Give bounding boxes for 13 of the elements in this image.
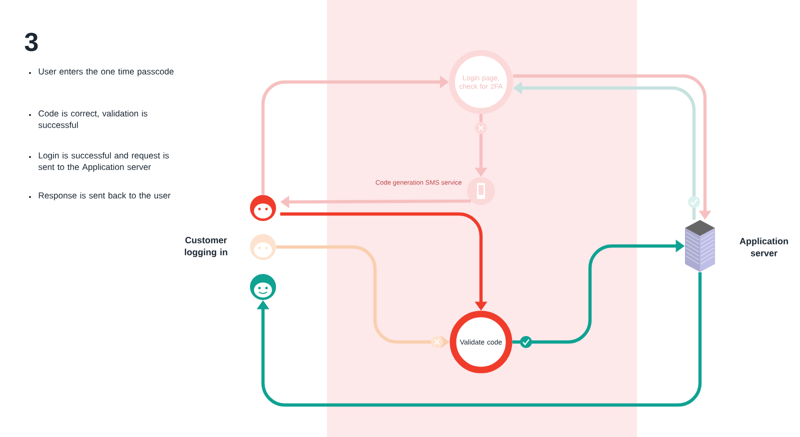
bullet-text: Code is correct, validation is successful: [38, 110, 148, 128]
face-icon: [250, 234, 276, 260]
face-icon: [250, 195, 276, 221]
node-caption: Application server: [740, 238, 788, 256]
bullet-text: Response is sent back to the user: [38, 192, 170, 200]
server-icon: [685, 220, 715, 272]
face-icon: [250, 274, 276, 300]
step-number: 3: [24, 32, 38, 52]
phone-icon: [467, 177, 495, 205]
arrow: [256, 272, 702, 407]
bullet-text: Login is successful and request is sent to the Application server: [38, 152, 169, 172]
bullet-text: User enters the one time passcode: [38, 68, 174, 76]
group-label: Customer logging in: [184, 236, 228, 258]
